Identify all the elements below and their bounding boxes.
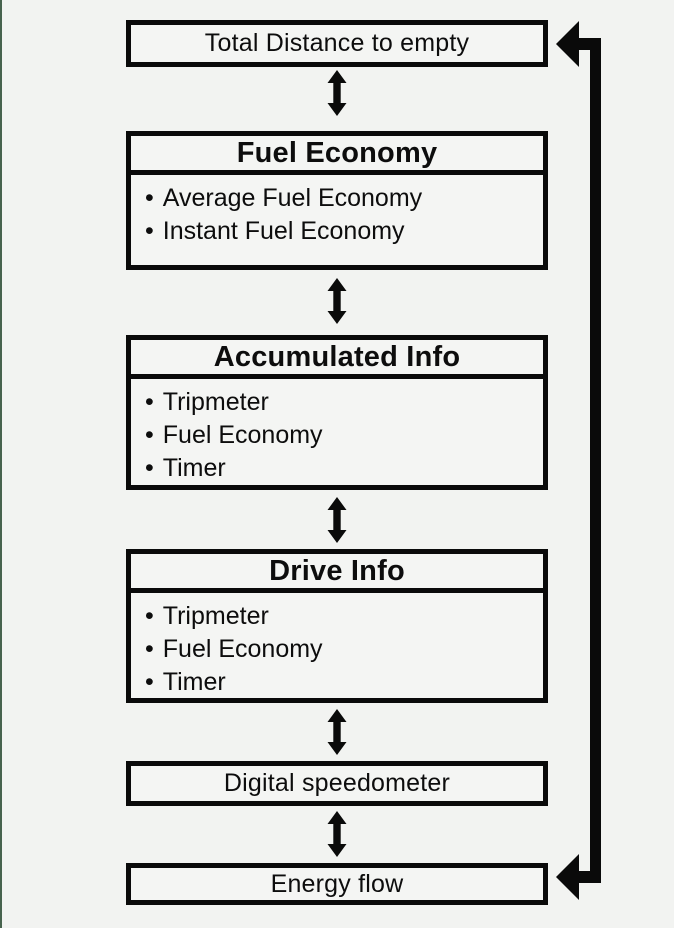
node-total-distance-to-empty: Total Distance to empty bbox=[126, 20, 548, 67]
double-arrow-icon bbox=[327, 709, 347, 755]
bullet-marker: • bbox=[145, 421, 154, 449]
node-title: Accumulated Info bbox=[131, 340, 543, 379]
list-item: • Tripmeter bbox=[145, 600, 543, 633]
list-item: • Tripmeter bbox=[145, 386, 543, 419]
node-title: Drive Info bbox=[131, 554, 543, 593]
list-item: • Timer bbox=[145, 666, 543, 699]
bullet-marker: • bbox=[145, 388, 154, 416]
list-item-label: Tripmeter bbox=[162, 388, 269, 416]
bullet-marker: • bbox=[145, 635, 154, 663]
list-item-label: Average Fuel Economy bbox=[162, 184, 423, 212]
list-item: • Average Fuel Economy bbox=[145, 182, 543, 215]
double-arrow-icon bbox=[327, 278, 347, 324]
node-item-list: • Tripmeter • Fuel Economy • Timer bbox=[131, 379, 543, 485]
node-title: Fuel Economy bbox=[131, 136, 543, 175]
node-title: Energy flow bbox=[270, 869, 404, 898]
double-arrow-icon bbox=[327, 811, 347, 857]
bullet-marker: • bbox=[145, 668, 154, 696]
node-item-list: • Average Fuel Economy • Instant Fuel Econ… bbox=[131, 175, 543, 248]
list-item: • Timer bbox=[145, 452, 543, 485]
loop-top-arrowhead-icon bbox=[556, 21, 579, 67]
loop-top-segment bbox=[578, 38, 601, 50]
bullet-marker: • bbox=[145, 602, 154, 630]
node-energy-flow: Energy flow bbox=[126, 863, 548, 905]
loop-vertical-line bbox=[590, 38, 601, 883]
list-item-label: Tripmeter bbox=[162, 602, 269, 630]
loop-bottom-arrowhead-icon bbox=[556, 854, 579, 900]
node-fuel-economy: Fuel Economy • Average Fuel Economy • Inst… bbox=[126, 131, 548, 270]
bullet-marker: • bbox=[145, 184, 154, 212]
list-item: • Instant Fuel Economy bbox=[145, 215, 543, 248]
list-item: • Fuel Economy bbox=[145, 633, 543, 666]
list-item: • Fuel Economy bbox=[145, 419, 543, 452]
list-item-label: Timer bbox=[162, 668, 226, 696]
list-item-label: Fuel Economy bbox=[162, 421, 323, 449]
node-drive-info: Drive Info • Tripmeter • Fuel Economy • Tim… bbox=[126, 549, 548, 703]
node-title: Digital speedometer bbox=[223, 769, 451, 797]
node-item-list: • Tripmeter • Fuel Economy • Timer bbox=[131, 593, 543, 699]
double-arrow-icon bbox=[327, 70, 347, 116]
node-digital-speedometer: Digital speedometer bbox=[126, 761, 548, 806]
list-item-label: Timer bbox=[162, 454, 226, 482]
left-edge-strip bbox=[0, 0, 2, 928]
list-item-label: Fuel Economy bbox=[162, 635, 323, 663]
loop-bottom-segment bbox=[578, 871, 601, 883]
list-item-label: Instant Fuel Economy bbox=[162, 217, 405, 245]
node-title: Total Distance to empty bbox=[204, 29, 470, 57]
bullet-marker: • bbox=[145, 454, 154, 482]
bullet-marker: • bbox=[145, 217, 154, 245]
double-arrow-icon bbox=[327, 497, 347, 543]
node-accumulated-info: Accumulated Info • Tripmeter • Fuel Econom… bbox=[126, 335, 548, 490]
